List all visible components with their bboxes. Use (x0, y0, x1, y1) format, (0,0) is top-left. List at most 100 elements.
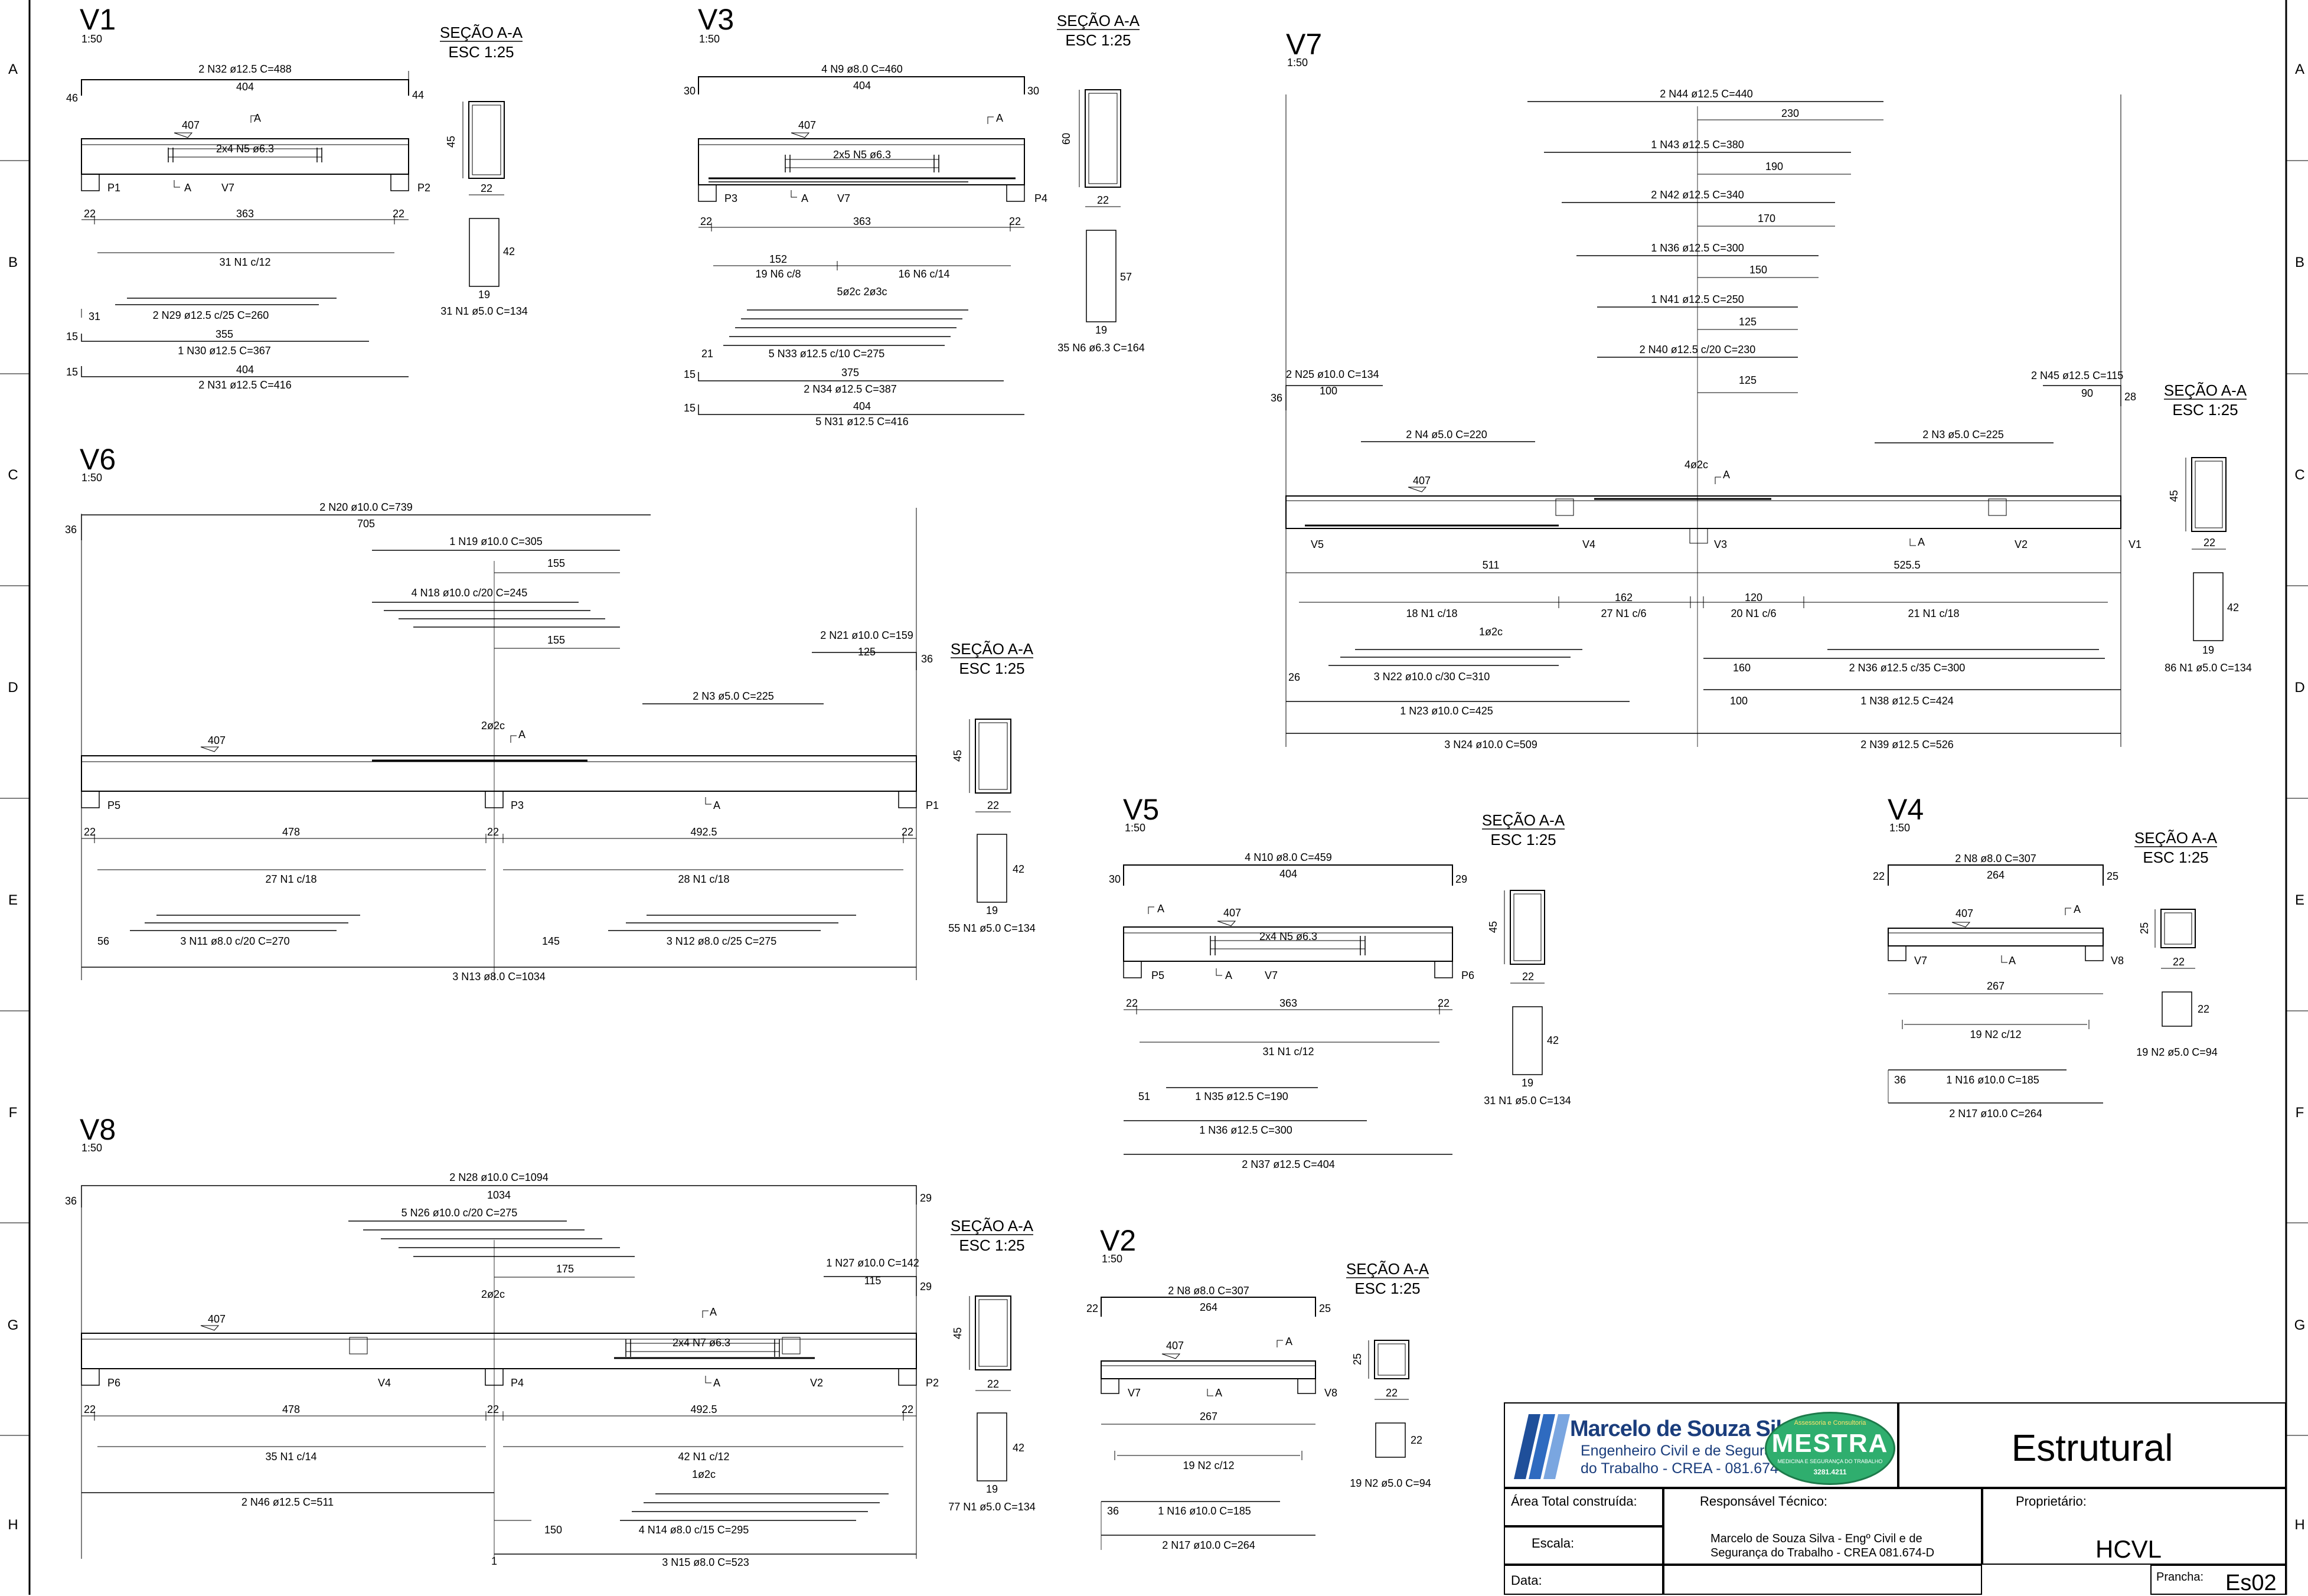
bottom-left-bar: 2 N46 ø12.5 C=511 (241, 1496, 334, 1508)
beam-title: V6 (80, 443, 116, 476)
level-mark: 407 (798, 119, 816, 131)
section-cut-top: A (1157, 903, 1164, 915)
hook-right: 30 (1027, 85, 1039, 97)
bar-1: 4 N14 ø8.0 c/15 C=295 (639, 1524, 749, 1536)
section-cut-bottom: A (1225, 970, 1232, 981)
stirrups-c: 20 N1 c/6 (1731, 608, 1776, 619)
badge-name: MESTRA (1771, 1429, 1889, 1458)
support-left: P3 (724, 192, 737, 204)
n18-bar: 4 N18 ø10.0 c/20 C=245 (412, 587, 528, 599)
bar-2-offset: 15 (684, 368, 696, 380)
dim-b: 478 (282, 1404, 300, 1415)
section-scale: ESC 1:25 (2143, 848, 2208, 866)
n19-length: 155 (547, 557, 565, 569)
stirrups-left: 27 N1 c/18 (265, 873, 316, 885)
neg-bar-2: 1 N43 ø12.5 C=380 (1651, 139, 1744, 151)
stirrups-c-length: 120 (1745, 592, 1762, 603)
neg-bar-2-length: 190 (1765, 161, 1783, 172)
section-cut-bottom: A (713, 799, 720, 811)
dim-right: 22 (393, 208, 404, 220)
top-bar-length: 705 (357, 518, 375, 530)
support-v5: V5 (1311, 538, 1324, 550)
beam-title: V4 (1888, 793, 1924, 826)
section-title: SEÇÃO A-A (1057, 12, 1140, 30)
n19-bar: 1 N19 ø10.0 C=305 (449, 536, 543, 547)
stirrup-label: 31 N1 ø5.0 C=134 (1484, 1095, 1571, 1107)
support-right: P2 (417, 182, 430, 194)
bar-1: 1 N35 ø12.5 C=190 (1195, 1091, 1288, 1102)
stirrup-label: 35 N6 ø6.3 C=164 (1057, 342, 1145, 354)
section-scale: ESC 1:25 (1065, 31, 1131, 49)
stirrup-label: 55 N1 ø5.0 C=134 (948, 922, 1036, 934)
dim-c: 22 (487, 1404, 499, 1415)
dim-mid: 363 (1279, 997, 1297, 1009)
stirrup-height: 42 (503, 246, 515, 257)
section-cut-bottom: A (1215, 1387, 1222, 1399)
neg-bar-4: 1 N36 ø12.5 C=300 (1651, 242, 1744, 254)
bar-2-offset: 15 (66, 331, 78, 342)
section-height: 45 (1487, 921, 1499, 933)
bar-1-offset: 150 (544, 1524, 562, 1536)
level-mark: 407 (208, 1313, 226, 1325)
top-bar-length: 404 (1279, 868, 1297, 880)
left-hook: 36 (1271, 392, 1282, 404)
stirrup-width: 19 (2202, 644, 2214, 656)
beam-scale: 1:50 (1102, 1253, 1122, 1265)
stirrup-height: 22 (2198, 1003, 2209, 1015)
stirrup-label: 86 N1 ø5.0 C=134 (2165, 662, 2252, 674)
sheet-value: Es02 (2225, 1571, 2277, 1595)
row-label-right-h: H (2294, 1517, 2304, 1533)
left-top-bar: 2 N25 ø10.0 C=134 (1286, 368, 1379, 380)
neg-bar-6: 2 N40 ø12.5 c/20 C=230 (1640, 344, 1756, 355)
hook-right: 29 (920, 1192, 932, 1204)
bar-2: 1 N36 ø12.5 C=300 (1199, 1124, 1292, 1136)
support-v4: V4 (1582, 538, 1595, 550)
support-left: V7 (1128, 1387, 1141, 1399)
bar-1: 1 N16 ø10.0 C=185 (1946, 1074, 2039, 1086)
stirrup-spacing-left: 19 N6 c/8 (755, 268, 801, 280)
support-left: P1 (107, 182, 120, 194)
beam-title: V2 (1100, 1224, 1136, 1257)
bar-3-offset: 15 (684, 402, 696, 414)
stirrup-width: 19 (1522, 1077, 1533, 1089)
right-top-length: 90 (2081, 387, 2093, 399)
neg-bar-5-length: 125 (1739, 316, 1757, 328)
top-bar-length: 404 (236, 81, 254, 93)
project-type: Estrutural (2011, 1427, 2173, 1469)
stirrup-width: 19 (1095, 324, 1107, 336)
beam-v8: V8 1:50 SEÇÃO A-A ESC 1:25 (65, 1113, 1036, 1568)
n26-bar: 5 N26 ø10.0 c/20 C=275 (401, 1207, 518, 1219)
section-width: 22 (987, 1378, 999, 1390)
beam-v1: V1 1:50 SEÇÃO A-A ESC 1:25 2 (66, 3, 528, 391)
row-label-left-h: H (8, 1517, 18, 1533)
row-label-right-e: E (2295, 892, 2304, 908)
bar-1: 2 N29 ø12.5 c/25 C=260 (153, 309, 269, 321)
beam-title: V5 (1123, 793, 1159, 826)
sheet-label: Prancha: (2156, 1571, 2204, 1584)
support-right: P4 (1034, 192, 1047, 204)
bar-2-offset: 1 (491, 1555, 497, 1567)
section-height: 45 (952, 1327, 964, 1339)
row-label-left-d: D (8, 680, 18, 696)
beam-v3: V3 1:50 SEÇÃO A-A ESC 1:25 (684, 3, 1145, 427)
n18-length: 155 (547, 634, 565, 646)
section-height: 45 (952, 750, 964, 762)
level-mark: 407 (1413, 475, 1431, 487)
row-label-right-a: A (2295, 61, 2304, 77)
stirrup-height: 22 (1411, 1434, 1422, 1446)
project-type-cell: Estrutural (1898, 1402, 2286, 1488)
bar-2: 2 N34 ø12.5 C=387 (804, 383, 897, 395)
level-mark: 407 (208, 735, 226, 746)
bar-1: 3 N22 ø10.0 c/30 C=310 (1374, 671, 1490, 683)
stirrups-label: 2x4 N5 ø6.3 (1259, 931, 1317, 942)
beam-v7: V7 1:50 SEÇÃO A-A ESC 1:25 (1271, 28, 2252, 750)
support-v2: V2 (810, 1377, 823, 1389)
n21-bar: 2 N21 ø10.0 C=159 (820, 629, 913, 641)
date-cell: Data: (1504, 1565, 1663, 1595)
section-cut-top: A (2074, 903, 2081, 915)
row-label-right-g: G (2294, 1317, 2306, 1333)
owner-value: HCVL (2095, 1535, 2162, 1563)
bottom-note: 1ø2c (692, 1468, 716, 1480)
stirrup-spacing-right: 16 N6 c/14 (898, 268, 949, 280)
dim-left: 22 (700, 216, 712, 227)
